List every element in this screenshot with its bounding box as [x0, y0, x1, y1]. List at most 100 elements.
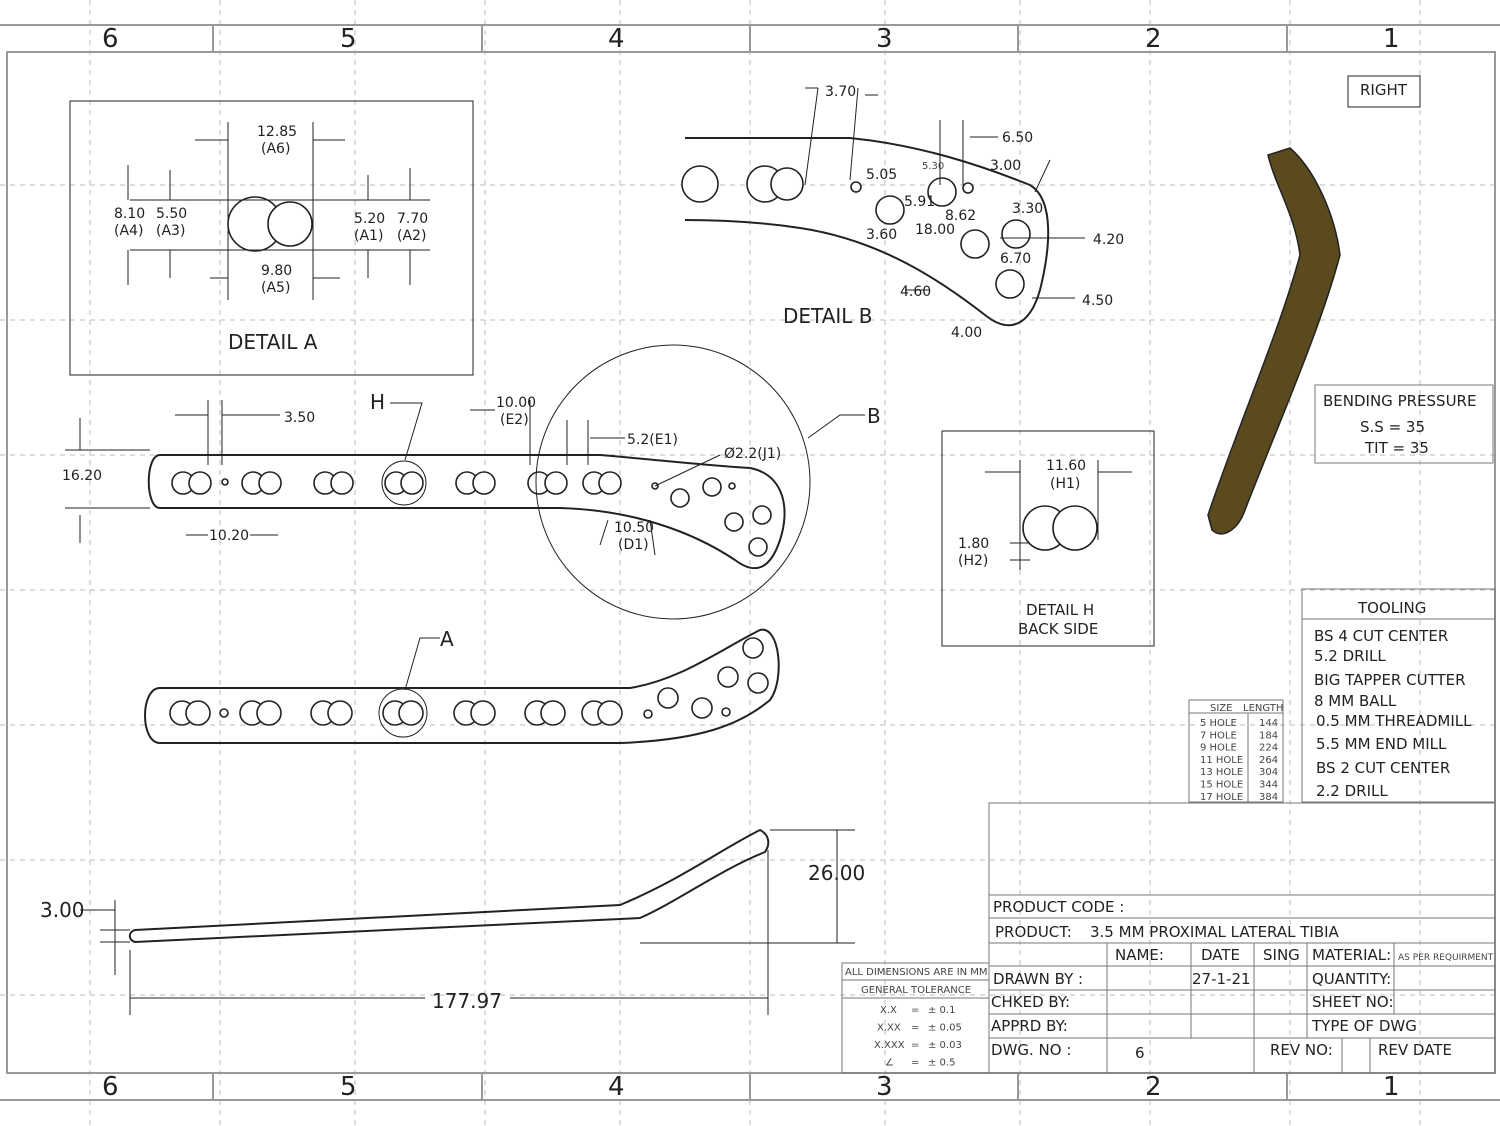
length-cell: 304 — [1259, 767, 1278, 778]
material-label: MATERIAL: — [1312, 946, 1391, 964]
dim-label: (A4) — [114, 223, 143, 239]
size-cell: 7 HOLE — [1200, 730, 1237, 741]
product-code-label: PRODUCT CODE : — [993, 898, 1124, 916]
approved-by-label: APPRD BY: — [991, 1017, 1068, 1035]
tolerance-equals: = — [911, 1058, 919, 1069]
tooling-item: 5.5 MM END MILL — [1316, 735, 1447, 753]
dim-label: 5.2(E1) — [627, 432, 678, 448]
zone-label: 5 — [340, 1072, 357, 1102]
dim-label: (H2) — [958, 553, 988, 569]
size-cell: 5 HOLE — [1200, 718, 1237, 729]
dim-label: Ø2.2(J1) — [724, 446, 781, 462]
dim-label: 8.10 — [114, 206, 145, 222]
dim-label: 10.50 — [614, 520, 654, 536]
length-cell: 344 — [1259, 780, 1278, 791]
dim-label: 11.60 — [1046, 458, 1086, 474]
detail-a: 12.85 (A6) 8.10 (A4) 5.50 (A3) 5.20 (A1)… — [69, 100, 474, 376]
tolerance-value: ± 0.05 — [928, 1023, 962, 1034]
tolerance-equals: = — [911, 1040, 919, 1051]
bending-title: BENDING PRESSURE — [1323, 392, 1476, 410]
dim-label: (H1) — [1050, 476, 1080, 492]
name-header: NAME: — [1115, 946, 1164, 964]
callout-a: A — [440, 627, 454, 651]
tolerance-title: GENERAL TOLERANCE — [861, 985, 971, 996]
dim-label: 4.50 — [1082, 293, 1113, 309]
zone-label: 4 — [608, 1072, 625, 1102]
dim-label: 8.62 — [945, 208, 976, 224]
tooling-item: 2.2 DRILL — [1316, 782, 1388, 800]
callout-h: H — [370, 390, 385, 414]
sheet-frame — [0, 24, 1500, 1101]
checked-by-label: CHKED BY: — [991, 993, 1070, 1011]
rev-date-label: REV DATE — [1378, 1041, 1452, 1059]
zone-label: 1 — [1383, 1072, 1400, 1102]
size-cell: 11 HOLE — [1200, 755, 1243, 766]
dim-label: (A3) — [156, 223, 185, 239]
dim-label: 4.00 — [951, 325, 982, 341]
tooling-table: TOOLING BS 4 CUT CENTER 5.2 DRILL BIG TA… — [1301, 588, 1496, 803]
size-cell: 17 HOLE — [1200, 792, 1243, 803]
length-cell: 384 — [1259, 792, 1278, 803]
product-label: PRODUCT: — [995, 923, 1072, 941]
tooling-item: 0.5 MM THREADMILL — [1316, 712, 1472, 730]
zone-label: 2 — [1145, 1072, 1162, 1102]
dim-label: 9.80 — [261, 263, 292, 279]
tooling-item: BIG TAPPER CUTTER — [1314, 671, 1466, 689]
dim-label: 3.00 — [990, 158, 1021, 174]
sing-header: SING — [1263, 946, 1300, 964]
detail-h-subtitle: BACK SIDE — [1018, 620, 1098, 638]
dim-label: (A5) — [261, 280, 290, 296]
tolerance-value: ± 0.5 — [928, 1058, 955, 1069]
length-cell: 224 — [1259, 743, 1278, 754]
dim-label: 3.30 — [1012, 201, 1043, 217]
zone-label: 1 — [1383, 24, 1400, 54]
bending-ss: S.S = 35 — [1360, 418, 1425, 436]
dim-label: 26.00 — [808, 861, 865, 885]
zone-label: 3 — [876, 1072, 893, 1102]
dim-label: 3.50 — [284, 410, 315, 426]
tooling-item: BS 4 CUT CENTER — [1314, 627, 1448, 645]
dim-label: 5.91 — [904, 194, 935, 210]
tolerance-equals: = — [911, 1023, 919, 1034]
dim-label: 3.00 — [40, 898, 85, 922]
bending-tit: TIT = 35 — [1364, 439, 1429, 457]
detail-h: 11.60 (H1) 1.80 (H2) DETAIL H BACK SIDE — [941, 430, 1155, 647]
bottom-view-plate — [144, 628, 780, 744]
dim-label: 5.05 — [866, 167, 897, 183]
zone-label: 2 — [1145, 24, 1162, 54]
size-cell: 15 HOLE — [1200, 780, 1243, 791]
dim-label: 18.00 — [915, 222, 955, 238]
zone-labels-top: 6 5 4 3 2 1 — [102, 24, 1400, 54]
side-view-plate: 26.00 3.00 177.97 — [40, 828, 865, 1015]
tolerance-format: X.XX — [877, 1023, 901, 1034]
tolerance-block: ALL DIMENSIONS ARE IN MM GENERAL TOLERAN… — [841, 962, 990, 1074]
dwg-no-label: DWG. NO : — [991, 1041, 1071, 1059]
dim-label: 5.50 — [156, 206, 187, 222]
bending-pressure-box: BENDING PRESSURE S.S = 35 TIT = 35 — [1314, 384, 1494, 464]
plate-3d-render — [1207, 147, 1341, 535]
dim-label: 6.70 — [1000, 251, 1031, 267]
tolerance-format: ∠ — [885, 1058, 894, 1069]
top-view-holes — [171, 460, 772, 557]
dim-label: (A2) — [397, 228, 426, 244]
dim-label: 3.60 — [866, 227, 897, 243]
dim-label: (A6) — [261, 141, 290, 157]
top-view-plate: H B A 3.50 10.00 (E2) 5.2(E1) Ø2.2(J1) 1… — [62, 344, 881, 691]
detail-b: 3.70 6.50 5.30 3.00 5.05 5.91 8.62 18.00… — [681, 84, 1124, 341]
callout-b: B — [867, 404, 881, 428]
dim-label: 1.80 — [958, 536, 989, 552]
dim-label: 6.50 — [1002, 130, 1033, 146]
dimensions-note: ALL DIMENSIONS ARE IN MM — [845, 967, 988, 978]
material-value: AS PER REQUIRMENT — [1398, 953, 1494, 963]
tooling-item: BS 2 CUT CENTER — [1316, 759, 1450, 777]
size-cell: 9 HOLE — [1200, 743, 1237, 754]
tolerance-format: X.X — [880, 1005, 897, 1016]
dim-label: (D1) — [618, 537, 649, 553]
tooling-item: 5.2 DRILL — [1314, 647, 1386, 665]
length-cell: 264 — [1259, 755, 1278, 766]
sheet-no-label: SHEET NO: — [1312, 993, 1394, 1011]
zone-label: 5 — [340, 24, 357, 54]
detail-b-circle — [535, 344, 811, 620]
